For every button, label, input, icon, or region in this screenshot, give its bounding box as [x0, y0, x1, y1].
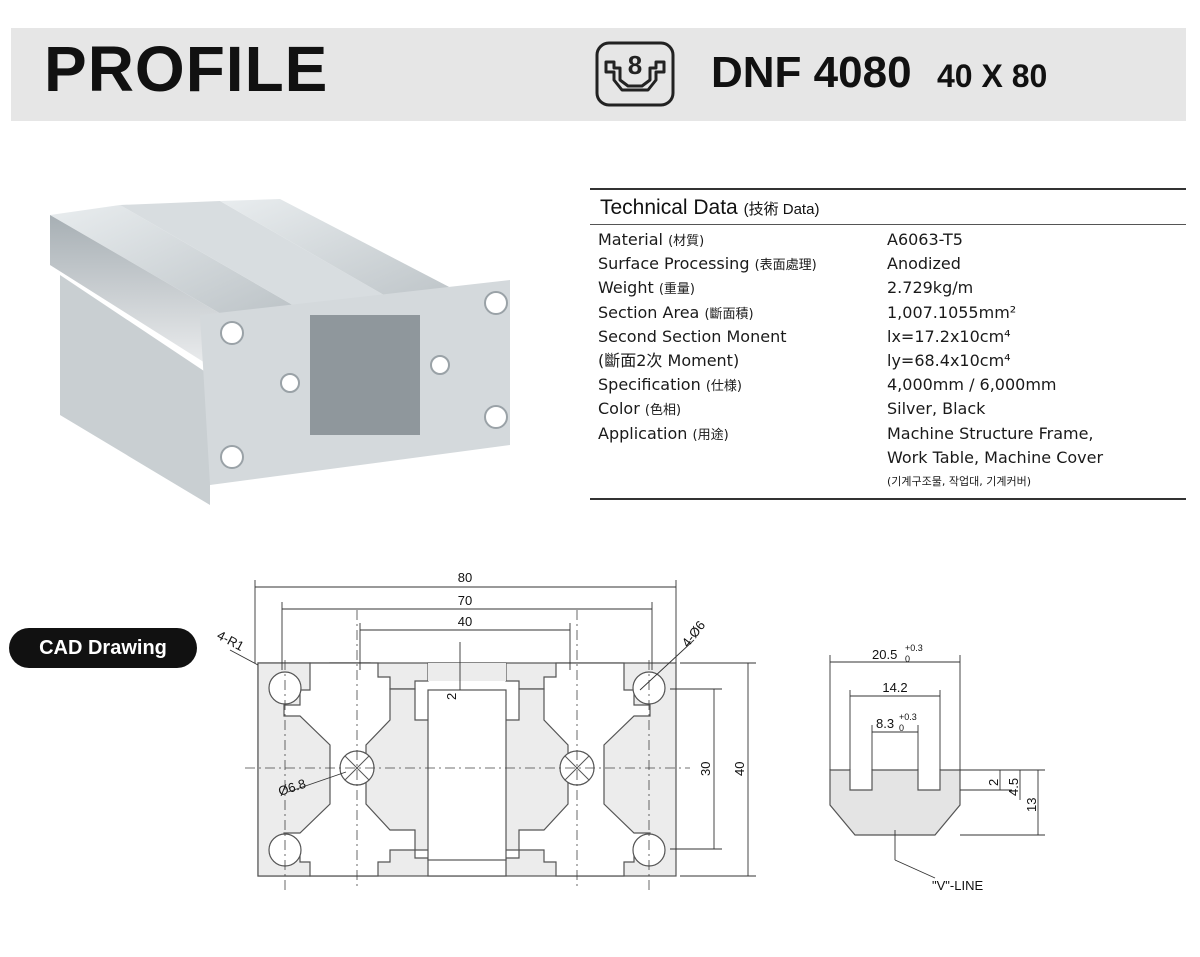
slot-dim-13: 13: [1024, 798, 1039, 812]
slot-dim-8-3: 8.3: [876, 716, 894, 731]
slot-dim-14-2: 14.2: [882, 680, 907, 695]
aluminum-profile-photo: [50, 199, 510, 505]
dim-30: 30: [698, 762, 713, 776]
table-row: Second Section Monent lx=17.2x10cm⁴: [598, 326, 1011, 346]
table-row: Color (色相)Silver, Black: [598, 399, 986, 419]
slot-tol-top-2: +0.3: [899, 712, 917, 722]
slot-tol-bottom: 0: [905, 654, 910, 664]
dim-4-d6: 4-Ø6: [679, 618, 709, 650]
table-row: Work Table, Machine Cover: [887, 447, 1104, 467]
slot-dim-2: 2: [986, 779, 1001, 786]
model-number: DNF 4080: [711, 48, 912, 97]
table-row: (기계구조물, 작업대, 기계커버): [887, 474, 1032, 488]
dim-40-height: 40: [732, 762, 747, 776]
table-row: Specification (仕様)4,000mm / 6,000mm: [598, 375, 1057, 395]
dimension-lines: [229, 580, 756, 877]
dim-2: 2: [444, 693, 459, 700]
technical-data-title: Technical Data (技術 Data): [600, 196, 820, 219]
model-size: 40 X 80: [937, 58, 1048, 94]
cad-drawing: 80 70 40 2 30 40 4-R1 4-Ø6 Ø6.8 20.5 +0.…: [215, 570, 1045, 893]
table-row: Application (用途)Machine Structure Frame,: [598, 423, 1094, 443]
svg-text:8: 8: [628, 50, 642, 80]
header-bar: PROFILE 8 DNF 4080 40 X 80: [11, 28, 1186, 121]
table-row: Surface Processing (表面處理)Anodized: [598, 254, 961, 274]
dim-70: 70: [458, 593, 472, 608]
dim-40: 40: [458, 614, 472, 629]
table-row: Material (材質)A6063-T5: [598, 230, 963, 249]
table-row: (斷面2次 Moment) ly=68.4x10cm⁴: [598, 350, 1011, 370]
profile-cross-section: [257, 662, 677, 877]
table-row: Weight (重量)2.729kg/m: [598, 278, 974, 298]
dim-80: 80: [458, 570, 472, 585]
v-line-label: "V"-LINE: [932, 878, 983, 893]
slot-tol-top: +0.3: [905, 643, 923, 653]
center-lines: [245, 610, 690, 890]
technical-data-table: Technical Data (技術 Data) Material (材質)A6…: [590, 188, 1186, 501]
page-title: PROFILE: [44, 33, 329, 105]
slot-dim-4-5: 4.5: [1006, 778, 1021, 796]
slot-8-icon: 8: [595, 41, 675, 107]
cad-drawing-label: CAD Drawing: [9, 628, 197, 668]
slot-detail: [829, 655, 1045, 879]
slot-dim-20-5: 20.5: [872, 647, 897, 662]
table-row: Section Area (斷面積)1,007.1055mm²: [598, 302, 1017, 322]
slot-tol-bottom-2: 0: [899, 723, 904, 733]
